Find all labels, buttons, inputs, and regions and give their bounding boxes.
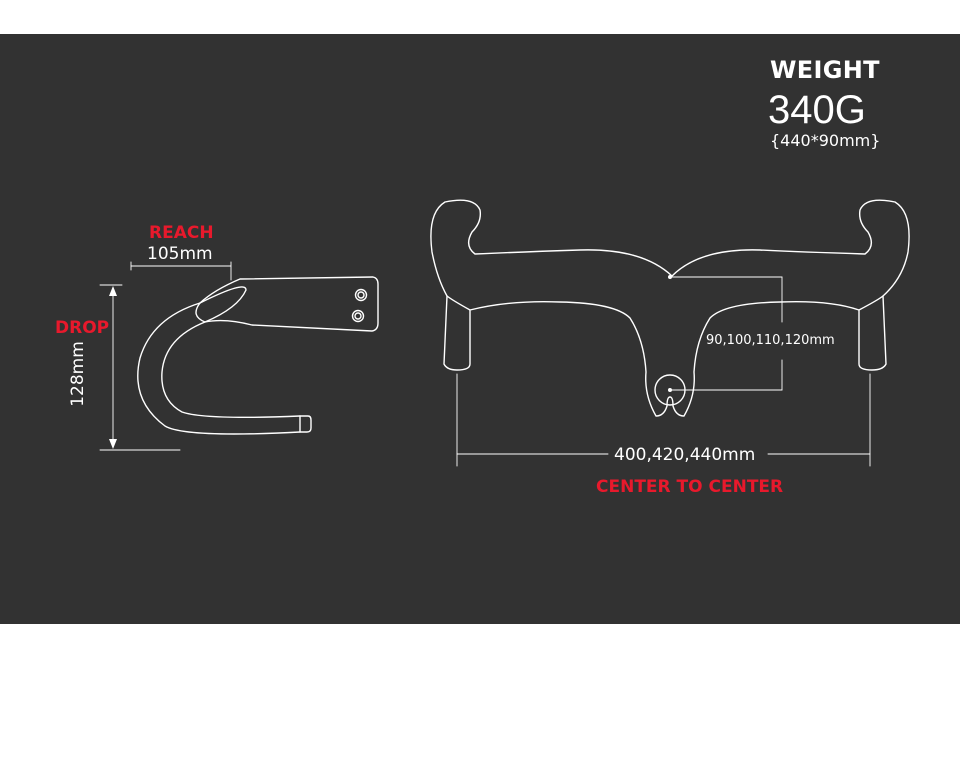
reach-dimension xyxy=(130,261,232,281)
drop-dimension xyxy=(99,284,181,451)
weight-title: WEIGHT xyxy=(770,56,880,84)
drop-value: 128mm xyxy=(68,341,88,407)
drop-title: DROP xyxy=(55,318,110,338)
weight-note: {440*90mm} xyxy=(770,131,881,150)
width-value: 400,420,440mm xyxy=(614,445,756,465)
width-dimension xyxy=(456,373,871,467)
stem-length-dimension xyxy=(671,276,783,391)
width-title: CENTER TO CENTER xyxy=(596,477,784,497)
side-view-handlebar xyxy=(137,276,379,435)
reach-title: REACH xyxy=(149,223,214,243)
reach-value: 105mm xyxy=(147,244,213,264)
diagram-panel xyxy=(0,34,960,624)
front-view-handlebar xyxy=(430,199,910,417)
weight-value: 340G xyxy=(768,88,866,132)
stem-length-value: 90,100,110,120mm xyxy=(706,333,835,348)
